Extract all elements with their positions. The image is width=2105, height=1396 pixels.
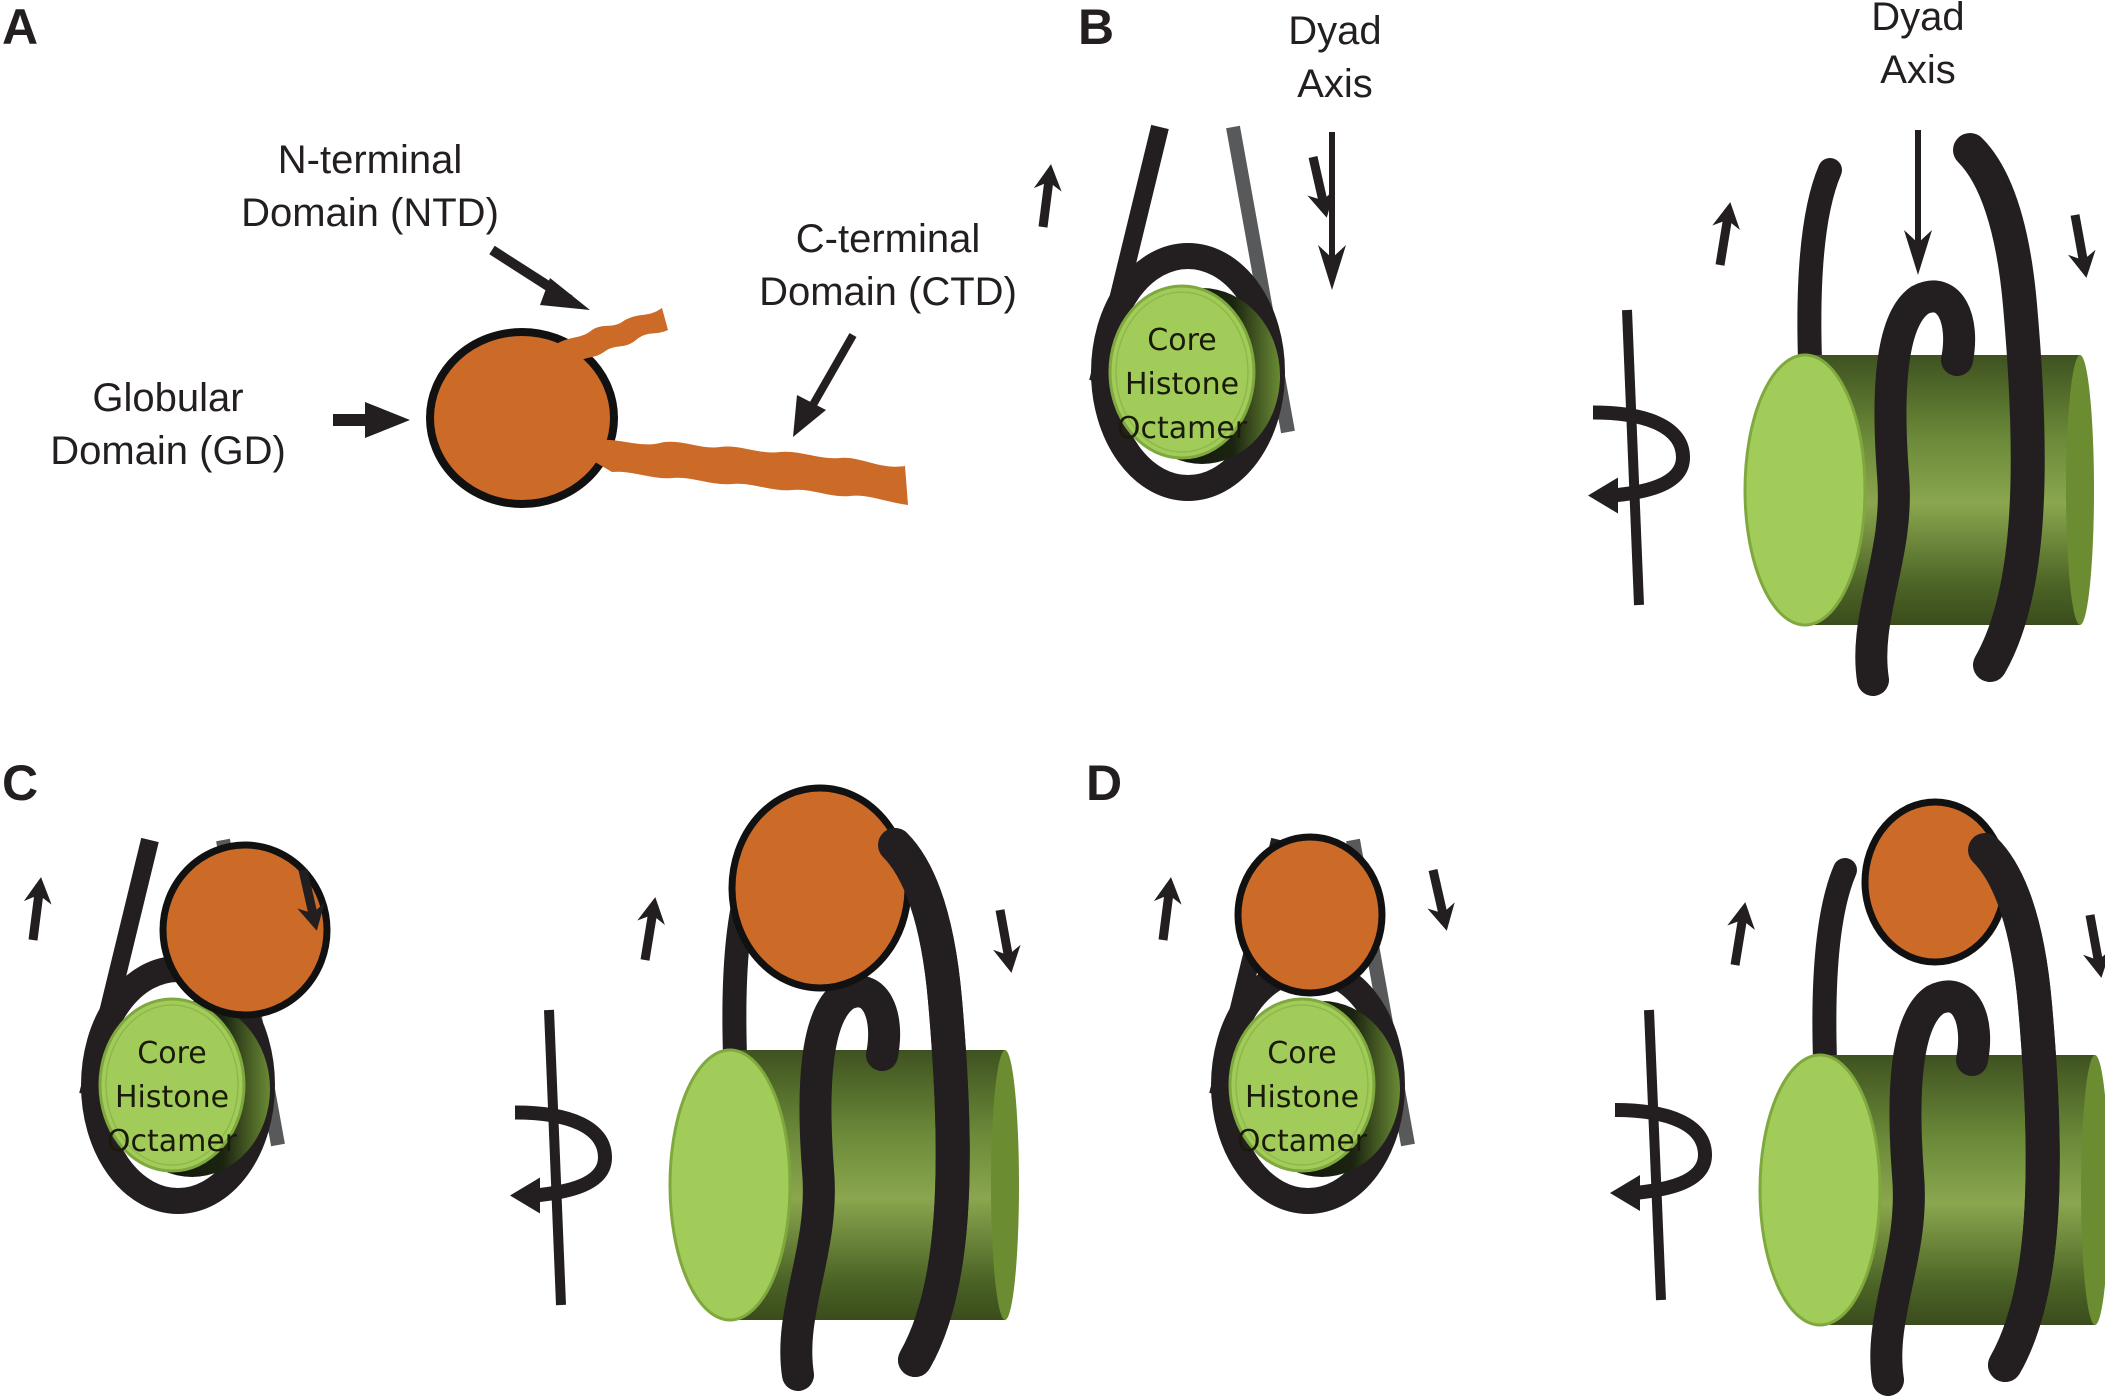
dna-strand-right-front xyxy=(878,828,970,1377)
octamer-face-inner xyxy=(105,1004,239,1166)
octamer-label-line: Histone xyxy=(115,1080,229,1115)
octamer-label-line: Octamer xyxy=(1237,1124,1368,1159)
dna-direction-down-arrow-icon xyxy=(297,869,325,931)
nucleosome-side-view xyxy=(1727,798,2105,1396)
octamer-label-line: Core xyxy=(1267,1036,1336,1071)
octamer-label-line: Core xyxy=(137,1036,206,1071)
ntd-tail xyxy=(555,308,668,374)
panel-letter-c: C xyxy=(2,755,38,811)
dyad-axis-label-right-line1: Dyad xyxy=(1871,0,1964,39)
panel-letter-a: A xyxy=(2,0,38,55)
rotation-axis-icon xyxy=(510,1009,613,1306)
dna-direction-up-arrow-icon xyxy=(637,897,665,961)
dyad-axis-label-left-line1: Dyad xyxy=(1288,9,1381,53)
cylinder-back-edge xyxy=(2081,1055,2105,1325)
dna-strand-hook xyxy=(780,975,901,1391)
rotation-axis-line xyxy=(1622,309,1644,606)
rotation-arrowhead xyxy=(1610,1175,1640,1211)
nucleosome-side-view xyxy=(1712,133,2096,696)
dna-strand-hook xyxy=(1855,280,1976,696)
dna-arm-front xyxy=(79,837,159,1098)
rotation-arrowhead xyxy=(510,1177,540,1214)
dna-arm-front xyxy=(1089,124,1169,385)
gd-pointer-arrow-icon xyxy=(333,402,410,438)
octamer-face-inner xyxy=(1115,291,1249,453)
rotation-axis-icon xyxy=(1588,309,1691,606)
octamer-face xyxy=(1228,997,1376,1173)
dna-direction-up-arrow-icon xyxy=(23,877,52,941)
octamer-label-line: Histone xyxy=(1245,1080,1359,1115)
gd-label-line1: Globular xyxy=(92,376,243,420)
linker-histone-globular-domain xyxy=(159,841,331,1019)
linker-histone-globular-domain xyxy=(1234,833,1386,997)
cylinder-back-edge xyxy=(2066,355,2094,625)
nucleosome-side-view xyxy=(637,784,1021,1391)
linker-histone-h1-icon xyxy=(426,308,908,508)
octamer-face xyxy=(1108,284,1256,460)
cylinder-front-face xyxy=(1758,1053,1882,1327)
dna-direction-down-arrow-icon xyxy=(1427,869,1455,931)
rotation-axis-line xyxy=(544,1009,566,1306)
dna-strand-left xyxy=(1812,858,1857,1072)
panel-a: A N-terminal Domain (NTD) C-terminal Dom… xyxy=(2,0,1017,508)
ntd-label-line1: N-terminal xyxy=(278,138,462,182)
panel-letter-b: B xyxy=(1078,0,1114,55)
ctd-label-line2: Domain (CTD) xyxy=(759,270,1017,314)
octamer-label-line: Core xyxy=(1147,323,1216,358)
linker-histone-globular-domain xyxy=(728,784,912,992)
rotation-axis-line xyxy=(1644,1009,1666,1301)
dna-strand-left xyxy=(1797,158,1842,372)
ctd-label-line1: C-terminal xyxy=(796,217,980,261)
ctd-pointer-arrow-icon xyxy=(793,333,857,437)
cylinder-back-edge xyxy=(991,1050,1019,1320)
rotation-axis-icon xyxy=(1610,1009,1713,1301)
ctd-tail xyxy=(595,439,908,505)
dna-direction-up-arrow-icon xyxy=(1153,877,1182,941)
cylinder-front-face xyxy=(668,1048,792,1322)
dna-strand-hook xyxy=(1870,980,1991,1396)
rotation-arrowhead xyxy=(1588,477,1618,514)
dna-direction-down-arrow-icon xyxy=(2068,214,2096,278)
gd-label-line2: Domain (GD) xyxy=(50,429,286,473)
cylinder-front-face xyxy=(1743,353,1867,627)
dna-direction-down-arrow-icon xyxy=(2083,914,2105,978)
dyad-axis-label-left-line2: Axis xyxy=(1297,62,1373,106)
dna-direction-up-arrow-icon xyxy=(1033,164,1062,228)
octamer-face-inner xyxy=(1235,1004,1369,1166)
dyad-axis-label-right-line2: Axis xyxy=(1880,48,1956,92)
octamer-label-line: Histone xyxy=(1125,367,1239,402)
octamer-label-line: Octamer xyxy=(1117,411,1248,446)
dna-direction-up-arrow-icon xyxy=(1712,202,1740,266)
linker-histone-globular-domain xyxy=(1861,798,2009,966)
octamer-face xyxy=(98,997,246,1173)
panel-letter-d: D xyxy=(1086,755,1122,811)
dna-direction-down-arrow-icon xyxy=(993,909,1021,973)
ntd-label-line2: Domain (NTD) xyxy=(241,191,499,235)
dyad-axis-arrow-icon xyxy=(1904,130,1932,275)
dna-strand-right xyxy=(1953,133,2045,682)
dna-direction-down-arrow-icon xyxy=(1307,156,1335,218)
ntd-pointer-arrow-icon xyxy=(489,245,590,310)
dyad-axis-arrow-icon xyxy=(1318,132,1346,290)
dna-strand-right-front xyxy=(1968,833,2060,1382)
panel-b: B Dyad Axis Dyad Axis xyxy=(1078,0,1965,106)
dna-direction-up-arrow-icon xyxy=(1727,902,1755,966)
octamer-label-line: Octamer xyxy=(107,1124,238,1159)
